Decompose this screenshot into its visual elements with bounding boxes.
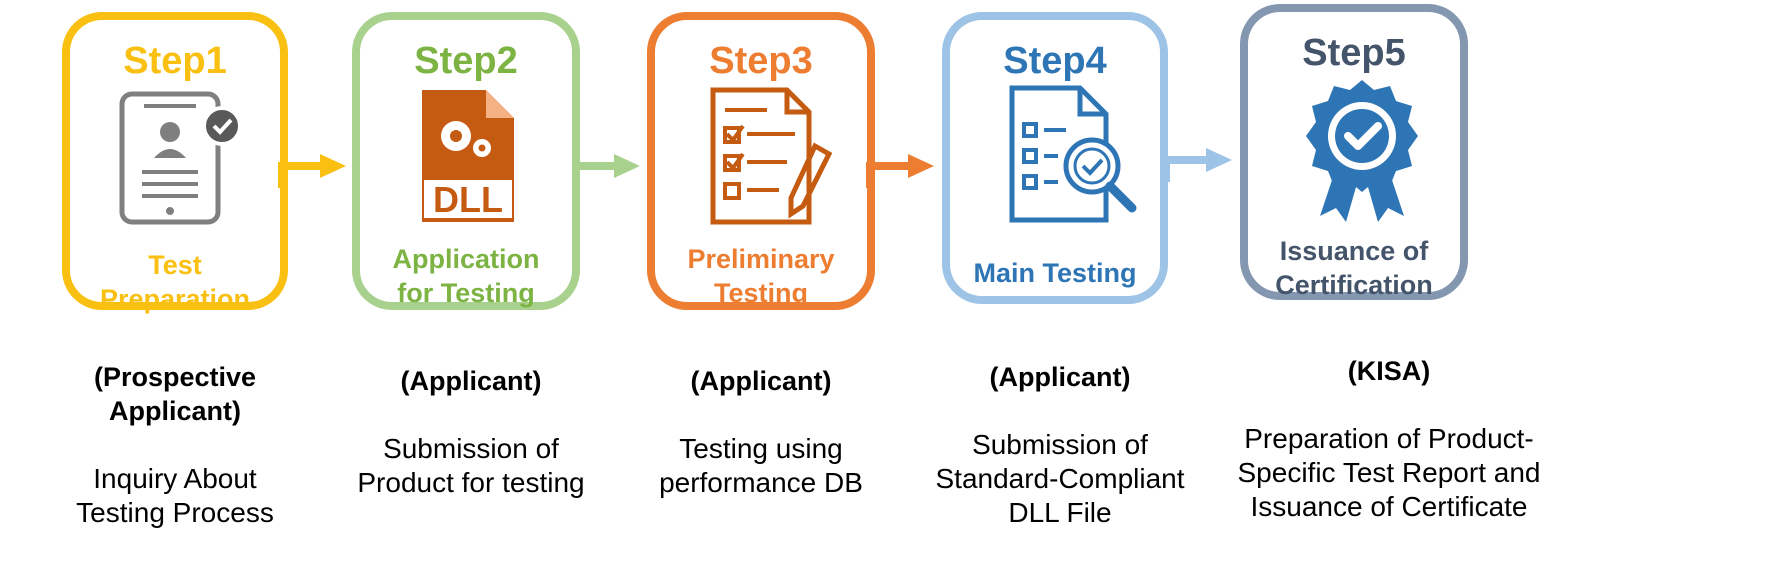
step-5-detail: Preparation of Product- Specific Test Re… [1237, 423, 1541, 522]
step-3-box: Step3 Preliminary Testing [647, 12, 875, 310]
step-4-label: Main Testing [973, 258, 1137, 288]
step-3-detail: Testing using performance DB [659, 433, 863, 498]
id-card-check-icon [119, 91, 242, 225]
dll-file-icon: DLL [422, 90, 514, 222]
step-5-description: (KISA) Preparation of Product- Specific … [1214, 320, 1564, 558]
step-3-title: Step3 [709, 40, 813, 82]
step-4-role: (Applicant) [989, 362, 1131, 392]
step-3-label: Preliminary Testing [687, 244, 835, 308]
step-1-title: Step1 [123, 40, 227, 82]
step-1-box: Step1 Test Preparation [62, 12, 288, 314]
arrow-step2-to-step3 [572, 154, 640, 188]
step-1-detail: Inquiry About Testing Process [76, 463, 274, 528]
step-5-title: Step5 [1302, 32, 1406, 74]
step-5-role: (KISA) [1347, 356, 1431, 386]
step-1-description: (Prospective Applicant) Inquiry About Te… [20, 326, 330, 564]
svg-text:DLL: DLL [433, 179, 503, 220]
step-2-detail: Submission of Product for testing [357, 433, 585, 498]
step-4-detail: Submission of Standard-Compliant DLL Fil… [935, 429, 1185, 528]
certificate-badge-icon [1306, 80, 1418, 222]
step-4-description: (Applicant) Submission of Standard-Compl… [900, 326, 1220, 564]
step-2-title: Step2 [414, 40, 518, 82]
step-4-box: Step4 Main Testing [942, 12, 1168, 304]
checklist-pencil-icon [710, 87, 833, 225]
step-3-role: (Applicant) [690, 366, 832, 396]
step-2-role: (Applicant) [400, 366, 542, 396]
step-5-label: Issuance of Certification [1275, 236, 1433, 300]
step-2-label: Application for Testing [392, 244, 540, 308]
arrow-step3-to-step4 [866, 154, 934, 188]
step-3-description: (Applicant) Testing using performance DB [606, 330, 916, 534]
document-magnifier-icon [1009, 85, 1137, 223]
step-4-title: Step4 [1003, 40, 1107, 82]
arrow-step1-to-step2 [278, 154, 346, 188]
arrow-step4-to-step5 [1162, 148, 1232, 182]
step-5-box: Step5 Issuance of Certification [1240, 4, 1468, 300]
step-1-label: Test Preparation [99, 250, 251, 314]
step-2-description: (Applicant) Submission of Product for te… [316, 330, 626, 534]
step-2-box: Step2 DLL Application for Testing [352, 12, 580, 310]
step-1-role: (Prospective Applicant) [93, 362, 257, 426]
